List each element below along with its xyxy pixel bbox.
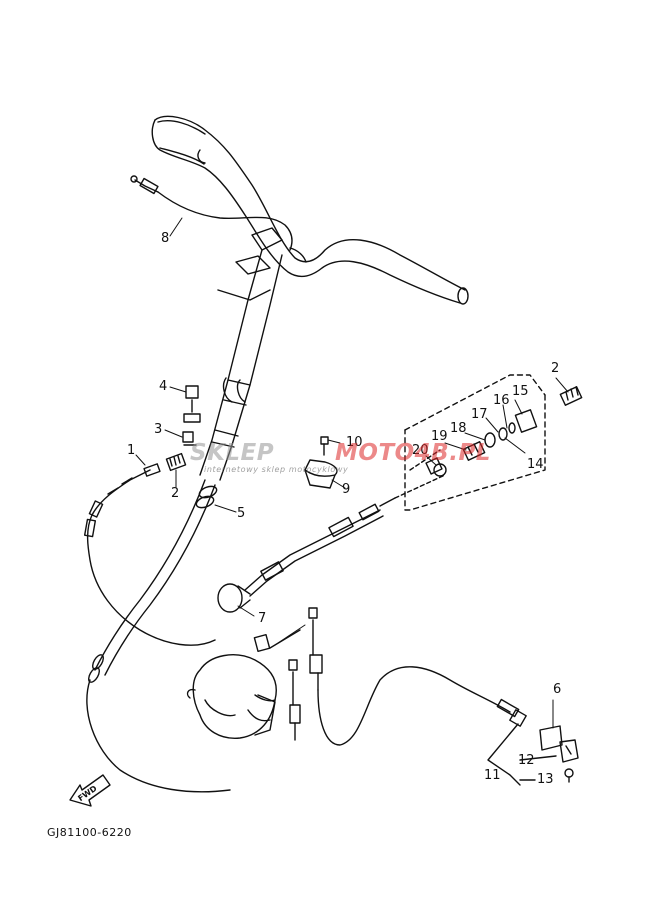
callout-9: 9 [342,482,351,497]
callout-11: 11 [484,768,501,783]
watermark-tagline: internetowy sklep motocyklowy [204,465,349,474]
callout-10: 10 [346,435,363,450]
speedometer-cable [317,666,527,746]
watermark-right: MOTO4B.PL [335,440,491,466]
fitting-right [559,386,583,406]
fwd-arrow-icon [69,774,111,807]
adjuster-group-box [394,374,546,511]
callout-3: 3 [154,422,163,437]
watermark: SKLEP MOTO4B.PL internetowy sklep motocy… [190,438,490,478]
callout-17: 17 [471,407,488,422]
callout-14: 14 [527,457,544,472]
callout-20: 20 [412,443,429,458]
callout-1: 1 [127,443,136,458]
callout-2-right: 2 [551,361,560,376]
callout-4: 4 [159,379,168,394]
callout-16: 16 [493,393,510,408]
callout-7: 7 [258,611,267,626]
watermark-left: SKLEP [190,440,275,466]
handlebar [151,115,469,305]
grommet [217,583,251,613]
throttle-cable [130,175,293,251]
carburetor-assembly [186,607,323,741]
callout-8: 8 [161,231,170,246]
callout-19: 19 [431,429,448,444]
callout-5: 5 [237,506,246,521]
cable-left [83,463,216,646]
steering-column [199,249,283,481]
clamp-part [304,436,338,489]
callout-6: 6 [553,682,562,697]
diagram-part-code: GJ81100-6220 [47,826,132,839]
callout-15: 15 [512,384,529,399]
callout-2-left: 2 [171,486,180,501]
callout-12: 12 [518,753,535,768]
callout-18: 18 [450,421,467,436]
cable-middle [244,497,396,597]
leader-lines [135,217,569,729]
callout-13: 13 [537,772,554,787]
steering-cable [86,479,231,793]
